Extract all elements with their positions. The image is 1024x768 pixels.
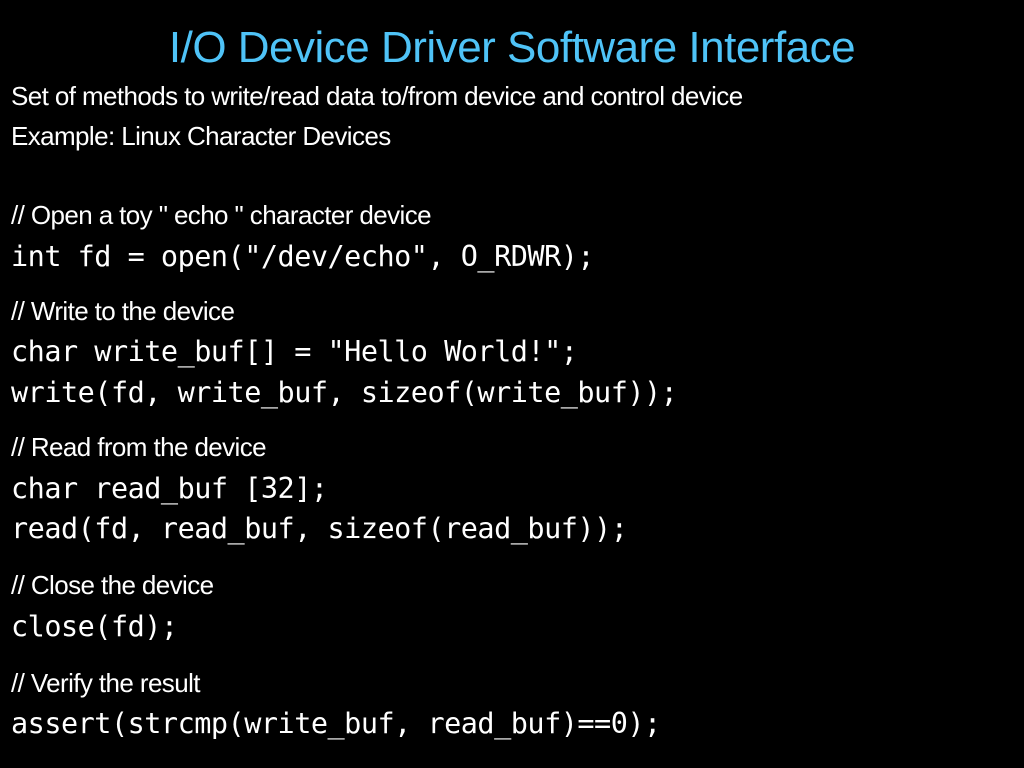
slide-title: I/O Device Driver Software Interface	[168, 23, 856, 72]
intro-example: Example: Linux Character Devices	[11, 121, 391, 151]
code-comment: // Open a toy " echo " character device	[11, 200, 432, 230]
code-line: int fd = open("/dev/echo", O_RDWR);	[11, 240, 595, 273]
code-line: read(fd, read_buf, sizeof(read_buf));	[11, 512, 628, 545]
code-comment: // Read from the device	[11, 432, 267, 462]
intro-description: Set of methods to write/read data to/fro…	[11, 81, 743, 111]
code-line: close(fd);	[11, 610, 178, 643]
code-comment: // Verify the result	[11, 668, 200, 698]
code-line: assert(strcmp(write_buf, read_buf)==0);	[11, 707, 661, 740]
code-line: write(fd, write_buf, sizeof(write_buf));	[11, 376, 678, 409]
code-comment: // Write to the device	[11, 296, 235, 326]
code-comment: // Close the device	[11, 570, 214, 600]
code-line: char read_buf [32];	[11, 472, 328, 505]
code-line: char write_buf[] = "Hello World!";	[11, 335, 578, 368]
